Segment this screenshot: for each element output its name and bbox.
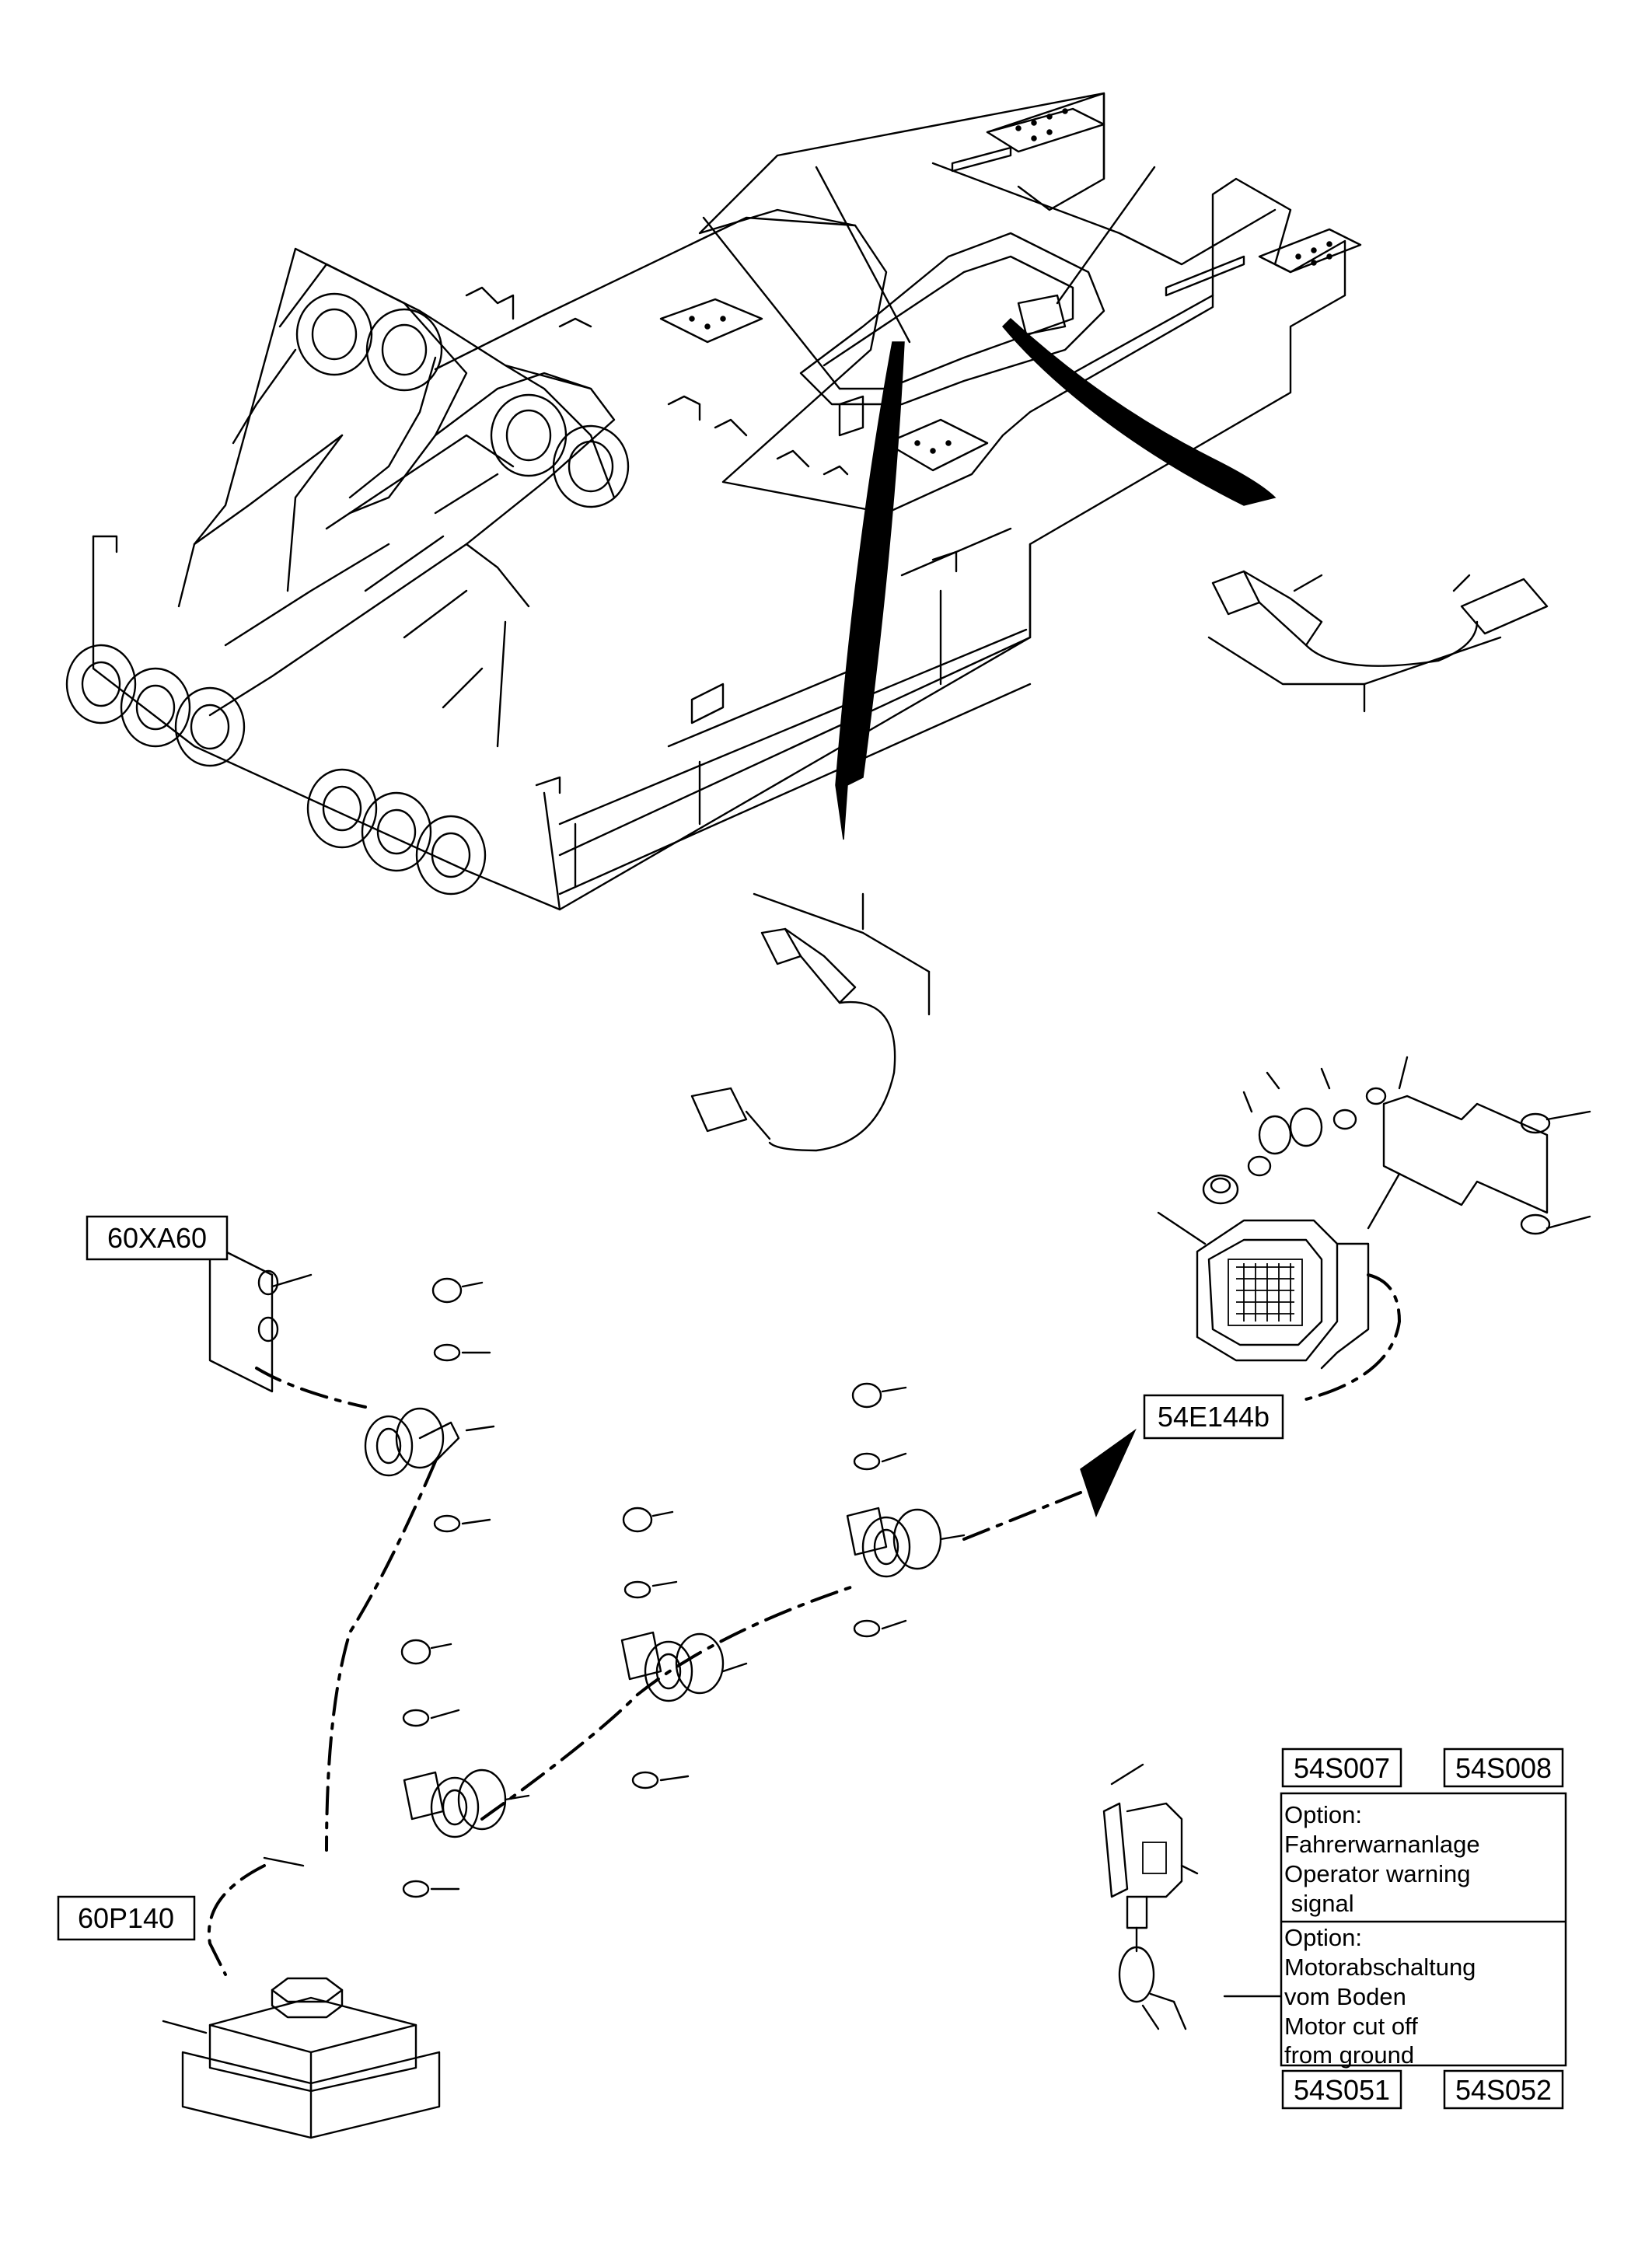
label-54S008: 54S008	[1455, 1752, 1552, 1784]
option-warning-line4: signal	[1284, 1890, 1354, 1917]
option-warning-line1: Option:	[1284, 1801, 1362, 1828]
option-warning-line3: Operator warning	[1284, 1860, 1471, 1887]
machine-frame	[65, 92, 1362, 911]
option-table: 54S007 54S008 Option: Fahrerwarnanlage O…	[1280, 1747, 1567, 2110]
option-cutoff-line1: Option:	[1284, 1924, 1362, 1951]
clip-group-2	[400, 1639, 530, 1898]
lower-harness	[207, 1242, 1137, 1976]
option-cutoff-line4: Motor cut off	[1284, 2013, 1418, 2040]
clip-group-3	[620, 1507, 748, 1789]
label-54S007: 54S007	[1294, 1752, 1390, 1784]
label-54S051: 54S051	[1294, 2074, 1390, 2106]
frame-harness	[702, 166, 1277, 840]
hydraulic-unit	[162, 1977, 441, 2139]
warning-buzzer	[1157, 1056, 1591, 1401]
label-54S052: 54S052	[1455, 2074, 1552, 2106]
label-60P140-text: 60P140	[78, 1902, 174, 1934]
option-cutoff-line3: vom Boden	[1284, 1983, 1406, 2010]
pressure-switch-middle	[690, 892, 931, 1152]
label-54E144b: 54E144b	[1143, 1394, 1284, 1440]
label-60XA60-text: 60XA60	[107, 1222, 207, 1254]
option-warning-line2: Fahrerwarnanlage	[1284, 1831, 1480, 1858]
ground-switch	[1102, 1763, 1199, 2030]
option-cutoff-line2: Motorabschaltung	[1284, 1953, 1476, 1981]
label-60XA60: 60XA60	[86, 1215, 229, 1261]
option-cutoff-line5: from ground	[1284, 2041, 1414, 2069]
clip-group-1	[364, 1277, 495, 1533]
label-54E144b-text: 54E144b	[1158, 1401, 1270, 1433]
pressure-switch-right	[1207, 570, 1549, 713]
label-60P140: 60P140	[57, 1895, 196, 1941]
clip-group-4	[846, 1382, 966, 1638]
